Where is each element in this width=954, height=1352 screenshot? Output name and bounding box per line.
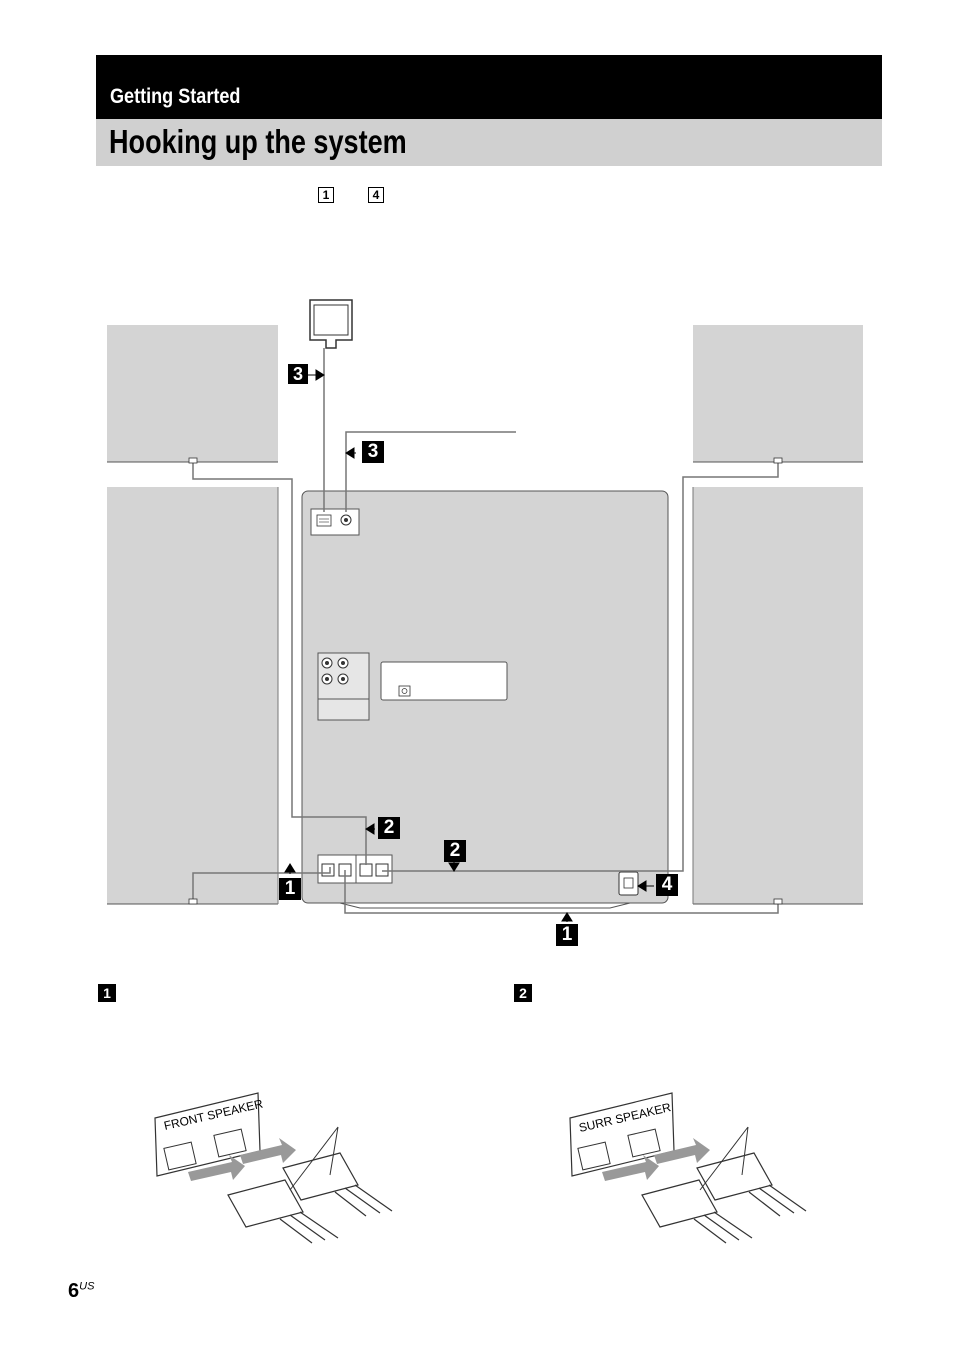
callout-surround-right: 2 xyxy=(444,840,466,862)
callout-surround-left: 2 xyxy=(378,817,400,839)
front-speaker-left xyxy=(107,325,278,462)
surround-speaker-right xyxy=(693,487,863,904)
front-speaker-detail: FRONT SPEAKER xyxy=(154,1092,393,1244)
page-number-suffix: US xyxy=(79,1280,95,1293)
surround-speaker-detail: SURR SPEAKER xyxy=(569,1092,807,1244)
section-title: Getting Started xyxy=(110,85,241,108)
callout-front-left: 1 xyxy=(279,878,301,900)
intro-marker-first: 1 xyxy=(318,187,334,203)
intro-marker-last: 4 xyxy=(368,187,384,203)
callout-front-right: 1 xyxy=(556,924,578,946)
optical-input-panel xyxy=(380,661,508,701)
page-number-value: 6 xyxy=(68,1280,80,1302)
front-speaker-right xyxy=(693,325,863,462)
section-header: Getting Started xyxy=(96,55,882,119)
detail-marker-surround: 2 xyxy=(514,984,532,1002)
page-title-bar: Hooking up the system xyxy=(96,119,882,166)
surround-speaker-left xyxy=(107,487,278,904)
page-number: 6US xyxy=(68,1280,94,1303)
callout-power: 4 xyxy=(656,874,678,896)
detail-marker-front: 1 xyxy=(98,984,116,1002)
power-inlet xyxy=(618,871,639,896)
loop-antenna xyxy=(309,299,353,349)
callout-antenna-fm: 3 xyxy=(362,441,384,463)
callout-antenna-am: 3 xyxy=(288,364,308,384)
page-title: Hooking up the system xyxy=(109,123,407,160)
